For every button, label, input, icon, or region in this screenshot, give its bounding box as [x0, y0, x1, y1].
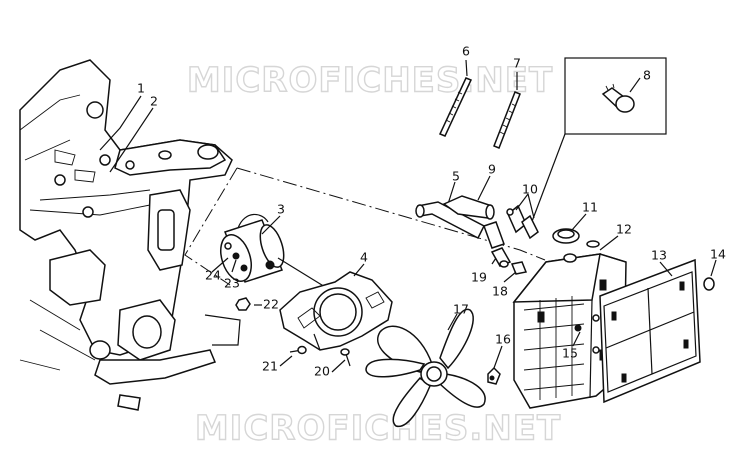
rod-6: [438, 77, 473, 137]
clamps-10: [506, 204, 539, 240]
fitting-19: [490, 247, 512, 268]
hose-9: [442, 195, 495, 220]
radiator: [512, 240, 627, 409]
cooling-fan: [365, 308, 486, 427]
radiator-screen: [592, 258, 701, 404]
callout-labels: 1 2 3 4 5 6 7 8 9 10 11 12 13 14 15 16 1…: [137, 44, 726, 379]
ring-14: [703, 277, 715, 291]
callout-16: 16: [495, 332, 511, 347]
callout-24: 24: [205, 268, 221, 283]
callout-21: 21: [262, 359, 278, 374]
motor-bracket: [279, 271, 393, 351]
assembly-centerline: [236, 167, 546, 261]
fitting-18: [510, 261, 528, 275]
callout-19: 19: [471, 270, 487, 285]
callout-6: 6: [462, 44, 470, 59]
callout-20: 20: [314, 364, 330, 379]
callout-2: 2: [150, 94, 158, 109]
watermark-top: MICROFICHES.NET: [187, 61, 553, 101]
callout-17: 17: [453, 302, 469, 317]
callout-3: 3: [277, 202, 285, 217]
callout-7: 7: [513, 56, 521, 71]
callout-8: 8: [643, 68, 651, 83]
clip-16: [487, 366, 501, 385]
watermark-bottom: MICROFICHES.NET: [195, 409, 561, 449]
callout-18: 18: [492, 284, 508, 299]
screw-21: [289, 345, 307, 355]
callout-12: 12: [616, 222, 632, 237]
callout-1: 1: [137, 81, 145, 96]
radiator-cap: [552, 228, 580, 244]
fan-motor: [220, 213, 331, 291]
callout-14: 14: [710, 247, 726, 262]
callout-9: 9: [488, 162, 496, 177]
callout-23: 23: [224, 276, 240, 291]
screw-20: [340, 348, 351, 367]
callout-11: 11: [582, 200, 598, 215]
callout-4: 4: [360, 250, 368, 265]
rod-7: [493, 91, 521, 149]
nut-22: [235, 297, 251, 311]
vehicle-frame: [19, 59, 241, 411]
hose-5: [415, 201, 486, 240]
callout-13: 13: [651, 248, 667, 263]
callout-5: 5: [452, 169, 460, 184]
sensor-detail-box: [527, 57, 667, 233]
callout-10: 10: [522, 182, 538, 197]
callout-22: 22: [263, 297, 279, 312]
callout-15: 15: [562, 346, 578, 361]
